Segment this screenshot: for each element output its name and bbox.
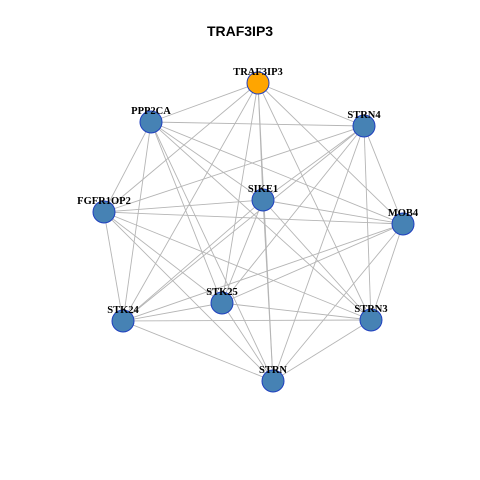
edge-sike1-stk25 — [221, 199, 264, 304]
node-mob4 — [391, 212, 415, 236]
edge-strn4-stk25 — [221, 125, 365, 304]
edge-traf3ip3-strn4 — [257, 82, 365, 127]
nodes-layer — [92, 71, 415, 393]
edge-traf3ip3-strn3 — [257, 82, 372, 321]
node-label-strn: STRN — [259, 365, 287, 376]
diagram-title: TRAF3IP3 — [207, 23, 273, 39]
edge-mob4-strn — [272, 223, 404, 382]
edges-layer — [103, 82, 404, 382]
edge-strn3-strn — [272, 319, 372, 382]
edge-ppp2ca-strn3 — [150, 121, 372, 321]
edge-traf3ip3-ppp2ca — [150, 82, 259, 123]
node-label-strn3: STRN3 — [354, 304, 387, 315]
node-label-stk25: STK25 — [206, 287, 238, 298]
edge-mob4-stk25 — [221, 223, 404, 304]
edge-sike1-strn — [262, 199, 274, 382]
edge-mob4-strn3 — [370, 223, 404, 321]
node-strn — [261, 369, 285, 393]
edge-stk25-stk24 — [122, 302, 223, 322]
edge-sike1-strn3 — [262, 199, 372, 321]
edge-strn4-mob4 — [363, 125, 404, 225]
edge-traf3ip3-stk24 — [122, 82, 259, 322]
node-ppp2ca — [139, 110, 163, 134]
edge-stk25-strn — [221, 302, 274, 382]
edge-fgfr1op2-strn3 — [103, 211, 372, 321]
edge-strn4-fgfr1op2 — [103, 125, 365, 213]
edge-fgfr1op2-stk24 — [103, 211, 124, 322]
node-label-traf3ip3: TRAF3IP3 — [233, 67, 283, 78]
edge-sike1-mob4 — [262, 199, 404, 225]
edge-ppp2ca-stk25 — [150, 121, 223, 304]
node-traf3ip3 — [246, 71, 270, 95]
node-strn3 — [359, 308, 383, 332]
edge-ppp2ca-mob4 — [150, 121, 404, 225]
node-label-strn4: STRN4 — [347, 110, 381, 121]
edge-fgfr1op2-stk25 — [103, 211, 223, 304]
edge-stk24-strn3 — [122, 319, 372, 322]
edge-ppp2ca-strn4 — [150, 121, 365, 127]
edge-sike1-stk24 — [122, 199, 264, 322]
edge-traf3ip3-fgfr1op2 — [103, 82, 259, 213]
edge-ppp2ca-fgfr1op2 — [103, 121, 152, 213]
node-stk25 — [210, 291, 234, 315]
edge-ppp2ca-stk24 — [122, 121, 152, 322]
node-stk24 — [111, 309, 135, 333]
node-label-fgfr1op2: FGFR1OP2 — [77, 196, 131, 207]
edge-ppp2ca-strn — [150, 121, 274, 382]
edge-stk25-strn3 — [221, 302, 372, 321]
node-label-stk24: STK24 — [107, 305, 139, 316]
edge-ppp2ca-sike1 — [150, 121, 264, 201]
node-strn4 — [352, 114, 376, 138]
edge-strn4-sike1 — [262, 125, 365, 201]
edge-traf3ip3-stk25 — [221, 82, 259, 304]
edge-mob4-stk24 — [122, 223, 404, 322]
node-label-mob4: MOB4 — [388, 208, 419, 219]
edge-fgfr1op2-strn — [103, 211, 274, 382]
edge-fgfr1op2-mob4 — [103, 211, 404, 225]
node-label-sike1: SIKE1 — [248, 184, 278, 195]
node-fgfr1op2 — [92, 200, 116, 224]
edge-sike1-fgfr1op2 — [103, 199, 264, 213]
edge-strn4-stk24 — [122, 125, 365, 322]
node-label-ppp2ca: PPP2CA — [131, 106, 171, 117]
node-sike1 — [251, 188, 275, 212]
edge-stk24-strn — [122, 320, 274, 382]
